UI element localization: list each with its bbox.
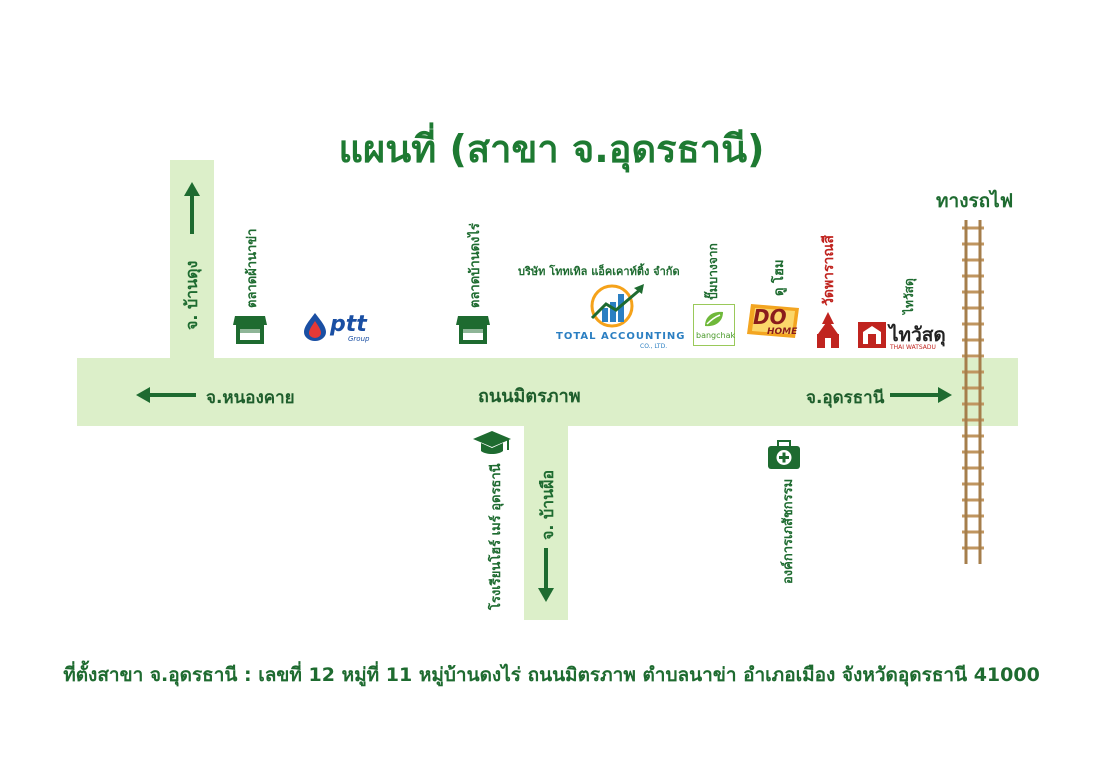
main-road bbox=[77, 358, 1018, 426]
branch-address: ที่ตั้งสาขา จ.อุดรธานี : เลขที่ 12 หมู่ท… bbox=[63, 664, 1040, 686]
bangchak-leaf-icon bbox=[705, 311, 723, 327]
store-icon bbox=[456, 316, 490, 344]
medical-kit-icon bbox=[768, 440, 800, 469]
dohome-logo: DO HOME bbox=[745, 300, 801, 342]
map-title: แผนที่ (สาขา จ.อุดรธานี) bbox=[338, 127, 765, 171]
company-chart-icon bbox=[590, 284, 644, 328]
railway-label: ทางรถไฟ bbox=[936, 190, 1014, 212]
bangchak-logo-text: bangchak bbox=[696, 331, 736, 340]
school-label: โรงเรียนโฮร์ เมร์ อุดรธานี bbox=[489, 463, 504, 610]
dohome-logo-do: DO bbox=[753, 305, 787, 329]
bangchak-label: ปั๊มบางจาก bbox=[706, 243, 720, 300]
company-logo-text: TOTAL ACCOUNTING bbox=[556, 331, 686, 342]
company-name-label: บริษัท โททเทิล แอ็คเคาท์ติ้ง จำกัด bbox=[518, 265, 680, 278]
arrow-down-icon bbox=[538, 548, 554, 602]
ptt-logo: ptt Group bbox=[302, 310, 382, 344]
ptt-logo-text: ptt bbox=[330, 312, 367, 337]
bangchak-logo: bangchak bbox=[693, 304, 735, 346]
pharma-label: องค์การเภสัชกรรม bbox=[781, 478, 796, 584]
thaiwatsadu-logo-sub: THAI WATSADU bbox=[890, 344, 936, 351]
right-destination-label: จ.อุดรธานี bbox=[806, 388, 885, 408]
market-2-label: ตลาดบ้านดงไร่ bbox=[468, 223, 483, 308]
dohome-shape-icon bbox=[747, 304, 799, 338]
thaiwatsadu-label: ไทวัสดุ bbox=[902, 278, 916, 314]
company-logo-sub: CO., LTD. bbox=[640, 343, 668, 350]
south-branch-label: จ. บ้านผือ bbox=[538, 469, 557, 540]
market-1-label: ตลาดผ้านาข่า bbox=[245, 228, 260, 308]
north-branch-label: จ. บ้านดุง bbox=[182, 260, 201, 330]
railway-track-icon bbox=[962, 220, 984, 564]
arrow-right-icon bbox=[890, 387, 952, 403]
store-icon bbox=[233, 316, 267, 344]
temple-label: วัดพาราณสี bbox=[821, 235, 837, 306]
dohome-label: ดู โฮม bbox=[772, 259, 787, 296]
arrow-left-icon bbox=[136, 387, 196, 403]
thaiwatsadu-logo-text: ไทวัสดุ bbox=[889, 324, 946, 346]
thaiwatsadu-logo: ไทวัสดุ THAI WATSADU bbox=[858, 320, 950, 352]
temple-icon bbox=[817, 312, 839, 348]
ptt-logo-sub: Group bbox=[348, 335, 370, 343]
left-destination-label: จ.หนองคาย bbox=[206, 388, 295, 408]
dohome-logo-home: HOME bbox=[767, 327, 798, 337]
graduation-cap-icon bbox=[473, 431, 511, 454]
arrow-up-icon bbox=[184, 182, 200, 234]
ptt-flame-icon bbox=[304, 313, 326, 341]
main-road-label: ถนนมิตรภาพ bbox=[478, 386, 581, 407]
thaiwatsadu-house-icon bbox=[858, 322, 886, 348]
